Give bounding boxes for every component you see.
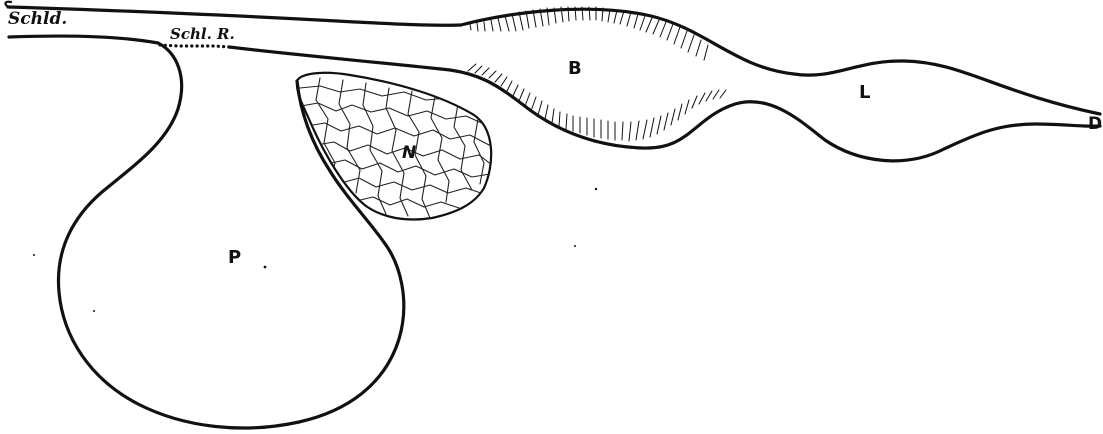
upper-duct-outline xyxy=(8,7,1100,114)
label-n: N xyxy=(402,143,416,163)
speck-mid xyxy=(595,188,597,190)
schl-r-dotted-connection xyxy=(160,45,229,47)
n-cell-pattern xyxy=(300,78,492,218)
speck-left xyxy=(33,254,35,256)
speck-left-2 xyxy=(93,310,95,312)
label-d: D xyxy=(1088,114,1102,134)
label-schild: Schld. xyxy=(8,9,67,29)
label-schl-r: Schl. R. xyxy=(170,25,235,43)
label-l: L xyxy=(859,82,870,103)
label-p: P xyxy=(228,247,241,268)
b-hatching-bottom xyxy=(468,64,726,141)
speck-center xyxy=(574,245,576,247)
label-b: B xyxy=(568,58,582,79)
speck-p xyxy=(264,266,267,269)
p-structure-outline xyxy=(58,43,403,428)
